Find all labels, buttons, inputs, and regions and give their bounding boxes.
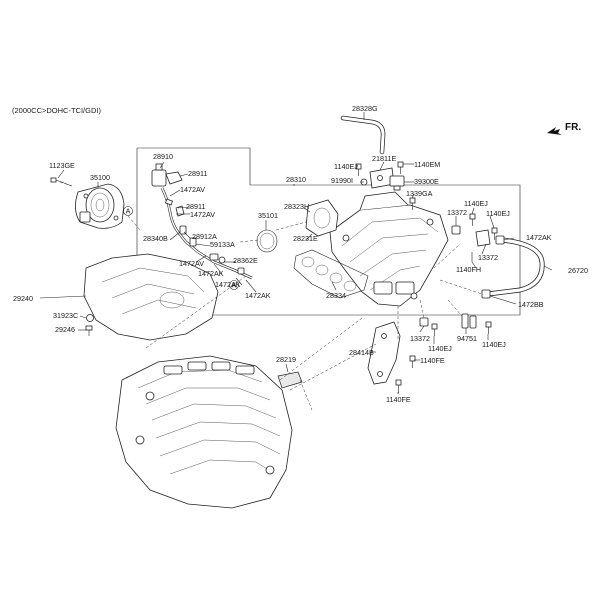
label-39300E: 39300E — [414, 177, 439, 186]
grommet-31923C — [86, 314, 94, 322]
label-35101: 35101 — [258, 211, 278, 220]
bolt-1339GA — [409, 197, 416, 210]
front-direction-indicator: FR. — [547, 122, 581, 135]
bolt-1140EJ-lower-b — [431, 323, 438, 336]
engine-spec-header: (2000CC>DOHC-TCI/GDI) — [12, 106, 101, 115]
label-1140EJ-top: 1140EJ — [334, 162, 358, 171]
bolt-1140EM — [397, 161, 404, 174]
label-28219: 28219 — [276, 355, 296, 364]
label-28362E: 28362E — [233, 256, 258, 265]
label-28340B: 28340B — [143, 234, 168, 243]
label-13372-mid: 13372 — [478, 253, 498, 262]
front-arrow-icon — [547, 127, 562, 135]
part-labels: 28328G 1123GE 35100 28910 28911 1472AV 2… — [13, 104, 588, 404]
label-21811E: 21811E — [372, 154, 396, 163]
vacuum-hose-assembly — [160, 187, 253, 280]
label-1472AV-c: 1472AV — [179, 259, 204, 268]
bolt-1140EJ-right-a — [469, 213, 476, 226]
label-1140EJ-lower-b: 1140EJ — [428, 344, 452, 353]
label-28912A: 28912A — [192, 232, 217, 241]
label-26720: 26720 — [568, 266, 588, 275]
label-29240: 29240 — [13, 294, 33, 303]
throttle-body-35100 — [75, 183, 125, 229]
label-1472BB: 1472BB — [518, 300, 544, 309]
sensor-28910 — [151, 163, 183, 187]
gasket-ring-35101 — [256, 229, 278, 253]
bracket-1140FH — [471, 229, 491, 262]
label-1140FE-a: 1140FE — [420, 356, 445, 365]
bracket-28414B — [367, 321, 401, 385]
label-1140EJ-right-a: 1140EJ — [464, 199, 488, 208]
front-label: FR. — [565, 122, 581, 133]
label-1140FE-b: 1140FE — [386, 395, 411, 404]
label-1140EJ-right-b: 1140EJ — [486, 209, 510, 218]
guide-lines — [59, 181, 483, 411]
label-28310: 28310 — [286, 175, 306, 184]
label-28911-b: 28911 — [186, 202, 205, 211]
label-28911-a: 28911 — [188, 169, 207, 178]
svg-text:A: A — [126, 207, 131, 216]
bolt-1140EJ-top — [355, 163, 362, 176]
bolt-1123GE — [50, 177, 73, 187]
bolt-1140EJ-lower-a — [485, 321, 492, 334]
engine-block — [115, 355, 293, 509]
label-28334: 28334 — [326, 291, 346, 300]
label-1339GA: 1339GA — [406, 189, 433, 198]
svg-text:A: A — [232, 281, 237, 290]
label-1472AK-a: 1472AK — [198, 269, 224, 278]
label-94751: 94751 — [457, 334, 477, 343]
callout-marker-a-2: A — [229, 280, 239, 290]
engine-cover-29240 — [83, 253, 219, 341]
actuator-28323H — [305, 199, 339, 237]
label-28323H: 28323H — [284, 202, 309, 211]
label-91990I: 91990I — [331, 176, 353, 185]
gasket-28334 — [293, 249, 369, 299]
label-31923C: 31923C — [53, 311, 78, 320]
label-1140EJ-lower-a: 1140EJ — [482, 340, 506, 349]
label-1472AK-c: 1472AK — [245, 291, 271, 300]
label-1140FH: 1140FH — [456, 265, 481, 274]
label-29246: 29246 — [55, 325, 75, 334]
clamp-13372-top — [451, 225, 461, 235]
heat-shield-28219 — [277, 371, 303, 389]
connector-94751 — [461, 313, 477, 329]
label-13372-lower: 13372 — [410, 334, 430, 343]
hose-26720 — [481, 235, 545, 299]
bolt-29246 — [85, 325, 93, 336]
label-1140EM: 1140EM — [414, 160, 440, 169]
bolt-1140FE-a — [409, 355, 416, 368]
sensor-39300E — [389, 175, 405, 191]
pcv-hose-28328G — [340, 114, 386, 155]
label-1123GE: 1123GE — [49, 161, 75, 170]
bolt-1140EJ-right-b — [491, 227, 498, 240]
clamp-13372-lower — [419, 317, 429, 327]
label-28414B: 28414B — [349, 348, 374, 357]
label-13372-top: 13372 — [447, 208, 467, 217]
label-1472AV-a: 1472AV — [180, 185, 205, 194]
label-28231E: 28231E — [293, 234, 318, 243]
label-28910: 28910 — [153, 152, 173, 161]
callout-marker-a-1: A — [123, 206, 133, 216]
leader-lines — [39, 112, 553, 394]
label-59133A: 59133A — [210, 240, 235, 249]
label-28328G: 28328G — [352, 104, 378, 113]
bracket-21811E — [369, 167, 395, 189]
label-35100: 35100 — [90, 173, 110, 182]
label-1472AK-b: 1472AK — [215, 280, 241, 289]
intake-manifold-28310 — [329, 191, 449, 307]
label-1472AV-b: 1472AV — [190, 210, 215, 219]
bolt-1140FE-b — [395, 379, 402, 393]
label-1472AK-d: 1472AK — [526, 233, 552, 242]
